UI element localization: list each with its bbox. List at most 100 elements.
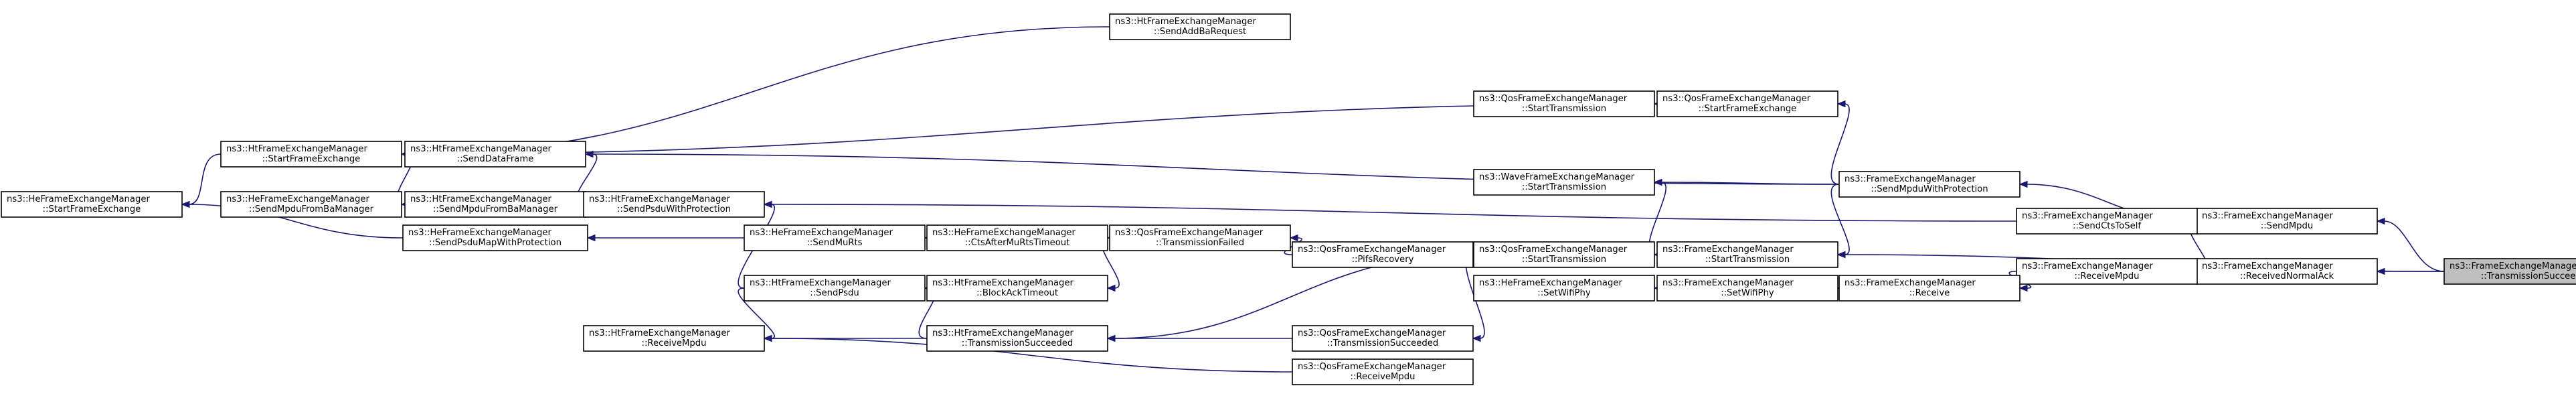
node-method-label: ::SendMpduFromBaManager	[249, 204, 374, 214]
node-box	[1656, 90, 1838, 117]
node-box	[1292, 241, 1474, 268]
function-node[interactable]: ns3::HtFrameExchangeManager::SendDataFra…	[404, 141, 586, 168]
node-class-label: ns3::HtFrameExchangeManager	[410, 144, 551, 154]
function-node[interactable]: ns3::HtFrameExchangeManager::Transmissio…	[926, 325, 1108, 352]
function-node[interactable]: ns3::HtFrameExchangeManager::SendPsdu	[744, 275, 926, 302]
function-node[interactable]: ns3::HtFrameExchangeManager::StartFrameE…	[220, 141, 402, 168]
function-node[interactable]: ns3::HeFrameExchangeManager::StartFrameE…	[1, 191, 183, 218]
arrowhead	[1836, 100, 1846, 108]
node-method-label: ::StartFrameExchange	[1699, 104, 1797, 114]
node-method-label: ::TransmissionFailed	[1156, 238, 1244, 248]
function-node[interactable]: ns3::HeFrameExchangeManager::SetWifiPhy	[1473, 275, 1655, 302]
node-class-label: ns3::HtFrameExchangeManager	[589, 194, 730, 204]
function-node[interactable]: ns3::HeFrameExchangeManager::SendMpduFro…	[220, 191, 402, 218]
node-class-label: ns3::FrameExchangeManager	[2202, 261, 2333, 271]
node-method-label: ::SendAddBaRequest	[1154, 27, 1246, 37]
root-node[interactable]: ns3::FrameExchangeManager::TransmissionS…	[2443, 258, 2576, 285]
node-method-label: ::StartTransmission	[1522, 104, 1606, 114]
node-box	[402, 224, 588, 251]
node-box	[220, 191, 402, 218]
function-node[interactable]: ns3::HtFrameExchangeManager::SendMpduFro…	[404, 191, 586, 218]
node-class-label: ns3::HtFrameExchangeManager	[750, 278, 891, 288]
node-class-label: ns3::HtFrameExchangeManager	[932, 328, 1074, 338]
function-node[interactable]: ns3::QosFrameExchangeManager::PifsRecove…	[1292, 241, 1474, 268]
function-node[interactable]: ns3::FrameExchangeManager::ReceivedNorma…	[2196, 258, 2378, 285]
node-class-label: ns3::FrameExchangeManager	[1844, 174, 1976, 184]
node-box	[1473, 241, 1655, 268]
call-edge	[770, 204, 2017, 222]
node-box	[404, 191, 586, 218]
node-box	[2016, 258, 2198, 285]
arrowhead	[1289, 234, 1298, 242]
node-method-label: ::SetWifiPhy	[1721, 288, 1774, 298]
node-method-label: ::ReceiveMpdu	[2075, 271, 2140, 281]
node-method-label: ::StartTransmission	[1522, 255, 1606, 265]
function-node[interactable]: ns3::QosFrameExchangeManager::StartTrans…	[1473, 241, 1655, 268]
node-box	[1838, 275, 2021, 302]
function-node[interactable]: ns3::QosFrameExchangeManager::StartTrans…	[1473, 90, 1655, 117]
function-node[interactable]: ns3::FrameExchangeManager::StartTransmis…	[1656, 241, 1838, 268]
node-box	[1109, 13, 1291, 40]
node-class-label: ns3::QosFrameExchangeManager	[1662, 94, 1811, 104]
node-class-label: ns3::HeFrameExchangeManager	[932, 228, 1076, 238]
node-class-label: ns3::QosFrameExchangeManager	[1298, 328, 1446, 338]
node-class-label: ns3::FrameExchangeManager	[2202, 211, 2333, 221]
arrowhead	[584, 150, 594, 158]
node-method-label: ::TransmissionSucceeded	[1327, 338, 1438, 348]
function-node[interactable]: ns3::HeFrameExchangeManager::SendMuRts	[744, 224, 926, 251]
function-node[interactable]: ns3::QosFrameExchangeManager::ReceiveMpd…	[1292, 358, 1474, 385]
function-node[interactable]: ns3::HtFrameExchangeManager::SendAddBaRe…	[1109, 13, 1291, 40]
call-edge	[1830, 184, 1850, 255]
node-class-label: ns3::QosFrameExchangeManager	[1115, 228, 1264, 238]
function-node[interactable]: ns3::QosFrameExchangeManager::Transmissi…	[1292, 325, 1474, 352]
node-method-label: ::SendPsduMapWithProtection	[429, 238, 562, 248]
node-box	[926, 224, 1108, 251]
node-method-label: ::SendCtsToSelf	[2073, 221, 2141, 231]
arrowhead	[586, 234, 596, 242]
function-node[interactable]: ns3::HeFrameExchangeManager::CtsAfterMuR…	[926, 224, 1108, 251]
call-edge	[408, 26, 1110, 155]
function-node[interactable]: ns3::HtFrameExchangeManager::BlockAckTim…	[926, 275, 1108, 302]
function-node[interactable]: ns3::QosFrameExchangeManager::StartFrame…	[1656, 90, 1838, 117]
function-node[interactable]: ns3::FrameExchangeManager::ReceiveMpdu	[2016, 258, 2198, 285]
function-node[interactable]: ns3::FrameExchangeManager::SendCtsToSelf	[2016, 208, 2198, 235]
node-method-label: ::TransmissionSucceeded	[2481, 271, 2576, 281]
function-node[interactable]: ns3::FrameExchangeManager::SendMpdu	[2196, 208, 2378, 235]
node-method-label: ::PifsRecovery	[1352, 255, 1414, 265]
node-method-label: ::SendPsdu	[810, 288, 859, 298]
node-method-label: ::Receive	[1909, 288, 1950, 298]
function-node[interactable]: ns3::FrameExchangeManager::SendMpduWithP…	[1838, 171, 2021, 198]
node-box	[1838, 171, 2021, 198]
node-box	[1292, 325, 1474, 352]
node-class-label: ns3::HtFrameExchangeManager	[932, 278, 1074, 288]
function-node[interactable]: ns3::FrameExchangeManager::SetWifiPhy	[1656, 275, 1838, 302]
function-node[interactable]: ns3::HeFrameExchangeManager::SendPsduMap…	[402, 224, 588, 251]
node-method-label: ::ReceiveMpdu	[1351, 372, 1415, 382]
node-box	[1, 191, 183, 218]
function-node[interactable]: ns3::WaveFrameExchangeManager::StartTran…	[1473, 169, 1655, 196]
function-node[interactable]: ns3::HtFrameExchangeManager::ReceiveMpdu	[583, 325, 765, 352]
node-method-label: ::ReceiveMpdu	[642, 338, 707, 348]
arrowhead	[2019, 180, 2028, 188]
arrowhead	[2019, 284, 2028, 292]
node-box	[1292, 358, 1474, 385]
function-node[interactable]: ns3::QosFrameExchangeManager::Transmissi…	[1109, 224, 1291, 251]
node-class-label: ns3::FrameExchangeManager	[1844, 278, 1976, 288]
call-edge	[738, 287, 776, 339]
node-class-label: ns3::FrameExchangeManager	[1662, 245, 1794, 255]
arrowhead	[1106, 334, 1116, 342]
node-class-label: ns3::HeFrameExchangeManager	[750, 228, 893, 238]
node-method-label: ::SendMpduFromBaManager	[433, 204, 558, 214]
nodes-layer: ns3::FrameExchangeManager::TransmissionS…	[1, 13, 2576, 385]
call-edge	[408, 103, 1658, 155]
function-node[interactable]: ns3::HtFrameExchangeManager::SendPsduWit…	[583, 191, 765, 218]
node-box	[744, 224, 926, 251]
node-method-label: ::SendMuRts	[806, 238, 862, 248]
node-box	[926, 275, 1108, 302]
function-node[interactable]: ns3::FrameExchangeManager::Receive	[1838, 275, 2021, 302]
node-box	[1473, 169, 1655, 196]
node-box	[1656, 241, 1838, 268]
node-method-label: ::StartTransmission	[1522, 182, 1606, 192]
node-box	[404, 141, 586, 168]
